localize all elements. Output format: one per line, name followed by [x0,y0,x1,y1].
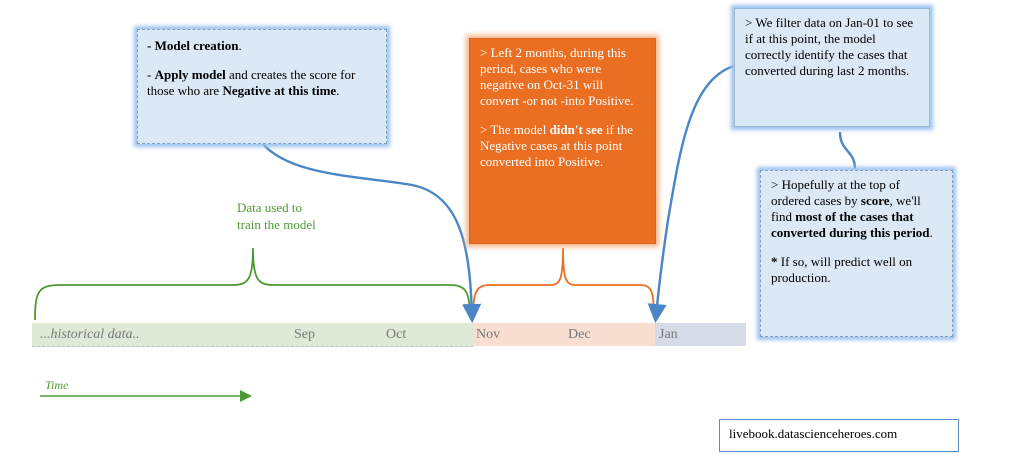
expectation-box: > Hopefully at the top of ordered cases … [760,170,953,337]
model-creation-box: - Model creation. - Apply model and crea… [137,29,387,144]
holdout-period-box: > Left 2 months, during this period, cas… [469,38,656,244]
timeline-nov-label: Nov [476,327,501,342]
timeline-historical-segment [32,323,473,347]
jan-filter-box: > We filter data on Jan-01 to see if at … [734,8,930,127]
expectation-text: > Hopefully at the top of ordered cases … [771,177,933,240]
jan-filter-text: > We filter data on Jan-01 to see if at … [745,15,914,78]
timeline-historical-label: ...historical data.. [40,327,140,342]
connector-hope-to-jan [838,131,857,170]
arrow-jan-to-timeline [647,64,735,324]
time-axis-label: Time [45,378,69,392]
timeline-sep-label: Sep [294,327,315,342]
holdout-brace [472,247,655,319]
model-creation-line: - Model creation. [147,38,242,53]
apply-model-line: - Apply model and creates the score for … [147,67,356,98]
arrow-model-to-nov [261,142,482,324]
timeline-jan-label: Jan [659,327,678,342]
timeline-oct-label: Oct [386,327,407,342]
website-credit: livebook.datascienceheroes.com [719,419,959,452]
timeline-nov-dec-segment [473,323,655,346]
model-didnt-see-text: > The model didn't see if the Negative c… [480,122,633,169]
timeline-jan-segment [655,323,746,346]
training-brace [34,247,471,321]
holdout-period-text: > Left 2 months, during this period, cas… [480,45,634,108]
training-data-label: Data used to train the model [237,200,316,232]
timeline-dec-label: Dec [568,327,591,342]
production-note: * If so, will predict well on production… [771,254,913,285]
